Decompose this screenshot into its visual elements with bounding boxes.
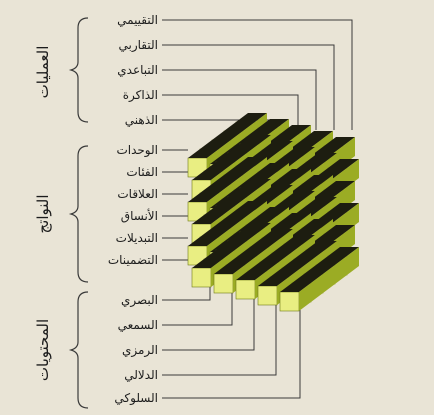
dimension-labels: التقييمي التقاربي التباعدي الذاكرة الذهني الو… (108, 13, 158, 406)
label-products-4: التبديلات (116, 231, 158, 245)
label-contents-2: الرمزي (122, 343, 158, 358)
label-products-0: الوحدات (116, 143, 158, 158)
label-products-2: العلاقات (117, 187, 158, 201)
label-products-3: الأنساق (121, 208, 158, 223)
label-operations-2: التباعدي (117, 63, 158, 77)
group-brackets (71, 18, 88, 408)
label-contents-0: البصري (121, 293, 158, 308)
label-contents-4: السلوكي (114, 391, 158, 406)
label-products-5: التضمينات (108, 253, 158, 267)
label-products-1: الفئات (126, 165, 158, 179)
label-contents-3: الدلالي (124, 368, 158, 382)
products-group-label: النواتج (34, 194, 52, 233)
label-operations-1: التقاربي (119, 38, 158, 53)
operations-bracket (71, 18, 88, 122)
label-operations-3: الذاكرة (123, 88, 158, 103)
label-contents-1: السمعي (118, 318, 158, 332)
products-bracket (71, 146, 88, 282)
contents-bracket (71, 292, 88, 408)
cube-model (188, 113, 359, 311)
contents-group-label: المحتويات (34, 319, 52, 381)
label-operations-0: التقييمي (117, 13, 158, 27)
label-operations-4: الذهني (125, 113, 158, 127)
operations-group-label: العمليات (34, 46, 52, 99)
